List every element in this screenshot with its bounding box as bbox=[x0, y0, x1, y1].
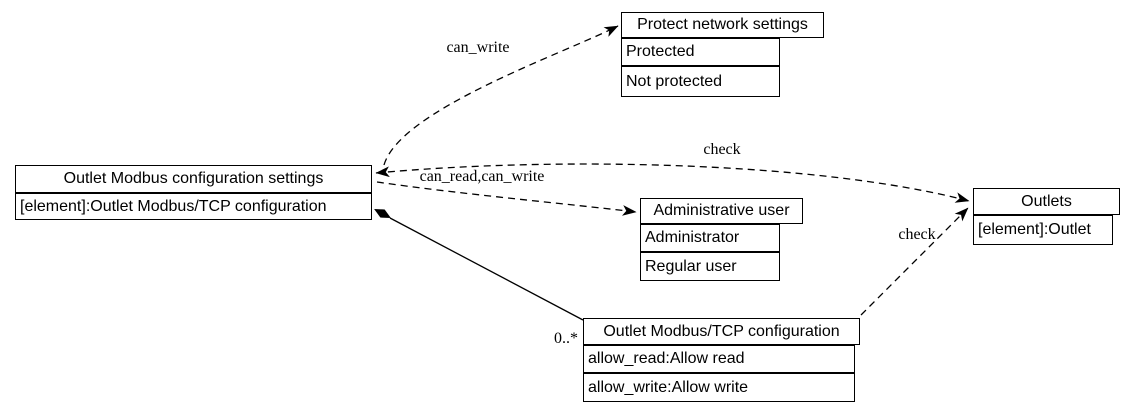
node-row: Not protected bbox=[621, 66, 780, 97]
node-outlet-modbus-tcp-configuration: Outlet Modbus/TCP configuration allow_re… bbox=[583, 318, 860, 402]
node-row: allow_read:Allow read bbox=[583, 345, 855, 373]
node-administrative-user: Administrative user Administrator Regula… bbox=[640, 198, 803, 281]
node-row: Regular user bbox=[640, 252, 780, 281]
node-row: allow_write:Allow write bbox=[583, 373, 855, 402]
node-protect-network-settings: Protect network settings Protected Not p… bbox=[621, 12, 824, 97]
node-row: [element]:Outlet bbox=[973, 215, 1113, 245]
edge-label-check-tcp: check bbox=[898, 226, 935, 243]
edge-label-multiplicity: 0..* bbox=[554, 330, 578, 347]
node-title: Outlet Modbus configuration settings bbox=[15, 165, 372, 193]
edge-can-write bbox=[383, 25, 619, 166]
node-title: Administrative user bbox=[640, 198, 803, 224]
node-title: Protect network settings bbox=[621, 12, 824, 38]
node-title: Outlets bbox=[973, 188, 1120, 215]
node-outlet-modbus-config-settings: Outlet Modbus configuration settings [el… bbox=[15, 165, 372, 220]
edge-check-tcp bbox=[860, 207, 969, 316]
edge-label-can-write: can_write bbox=[446, 39, 509, 56]
node-outlets: Outlets [element]:Outlet bbox=[973, 188, 1120, 245]
node-row: Protected bbox=[621, 38, 780, 66]
composition-diamond-icon bbox=[374, 209, 391, 218]
edge-can-read-can-write bbox=[376, 181, 637, 216]
node-row: [element]:Outlet Modbus/TCP configuratio… bbox=[15, 193, 372, 220]
edge-label-check-outlets: check bbox=[703, 141, 740, 158]
edge-composition bbox=[389, 217, 584, 321]
edge-label-can-read-can-write: can_read,can_write bbox=[420, 168, 545, 185]
node-row: Administrator bbox=[640, 224, 780, 252]
node-title: Outlet Modbus/TCP configuration bbox=[583, 318, 860, 345]
